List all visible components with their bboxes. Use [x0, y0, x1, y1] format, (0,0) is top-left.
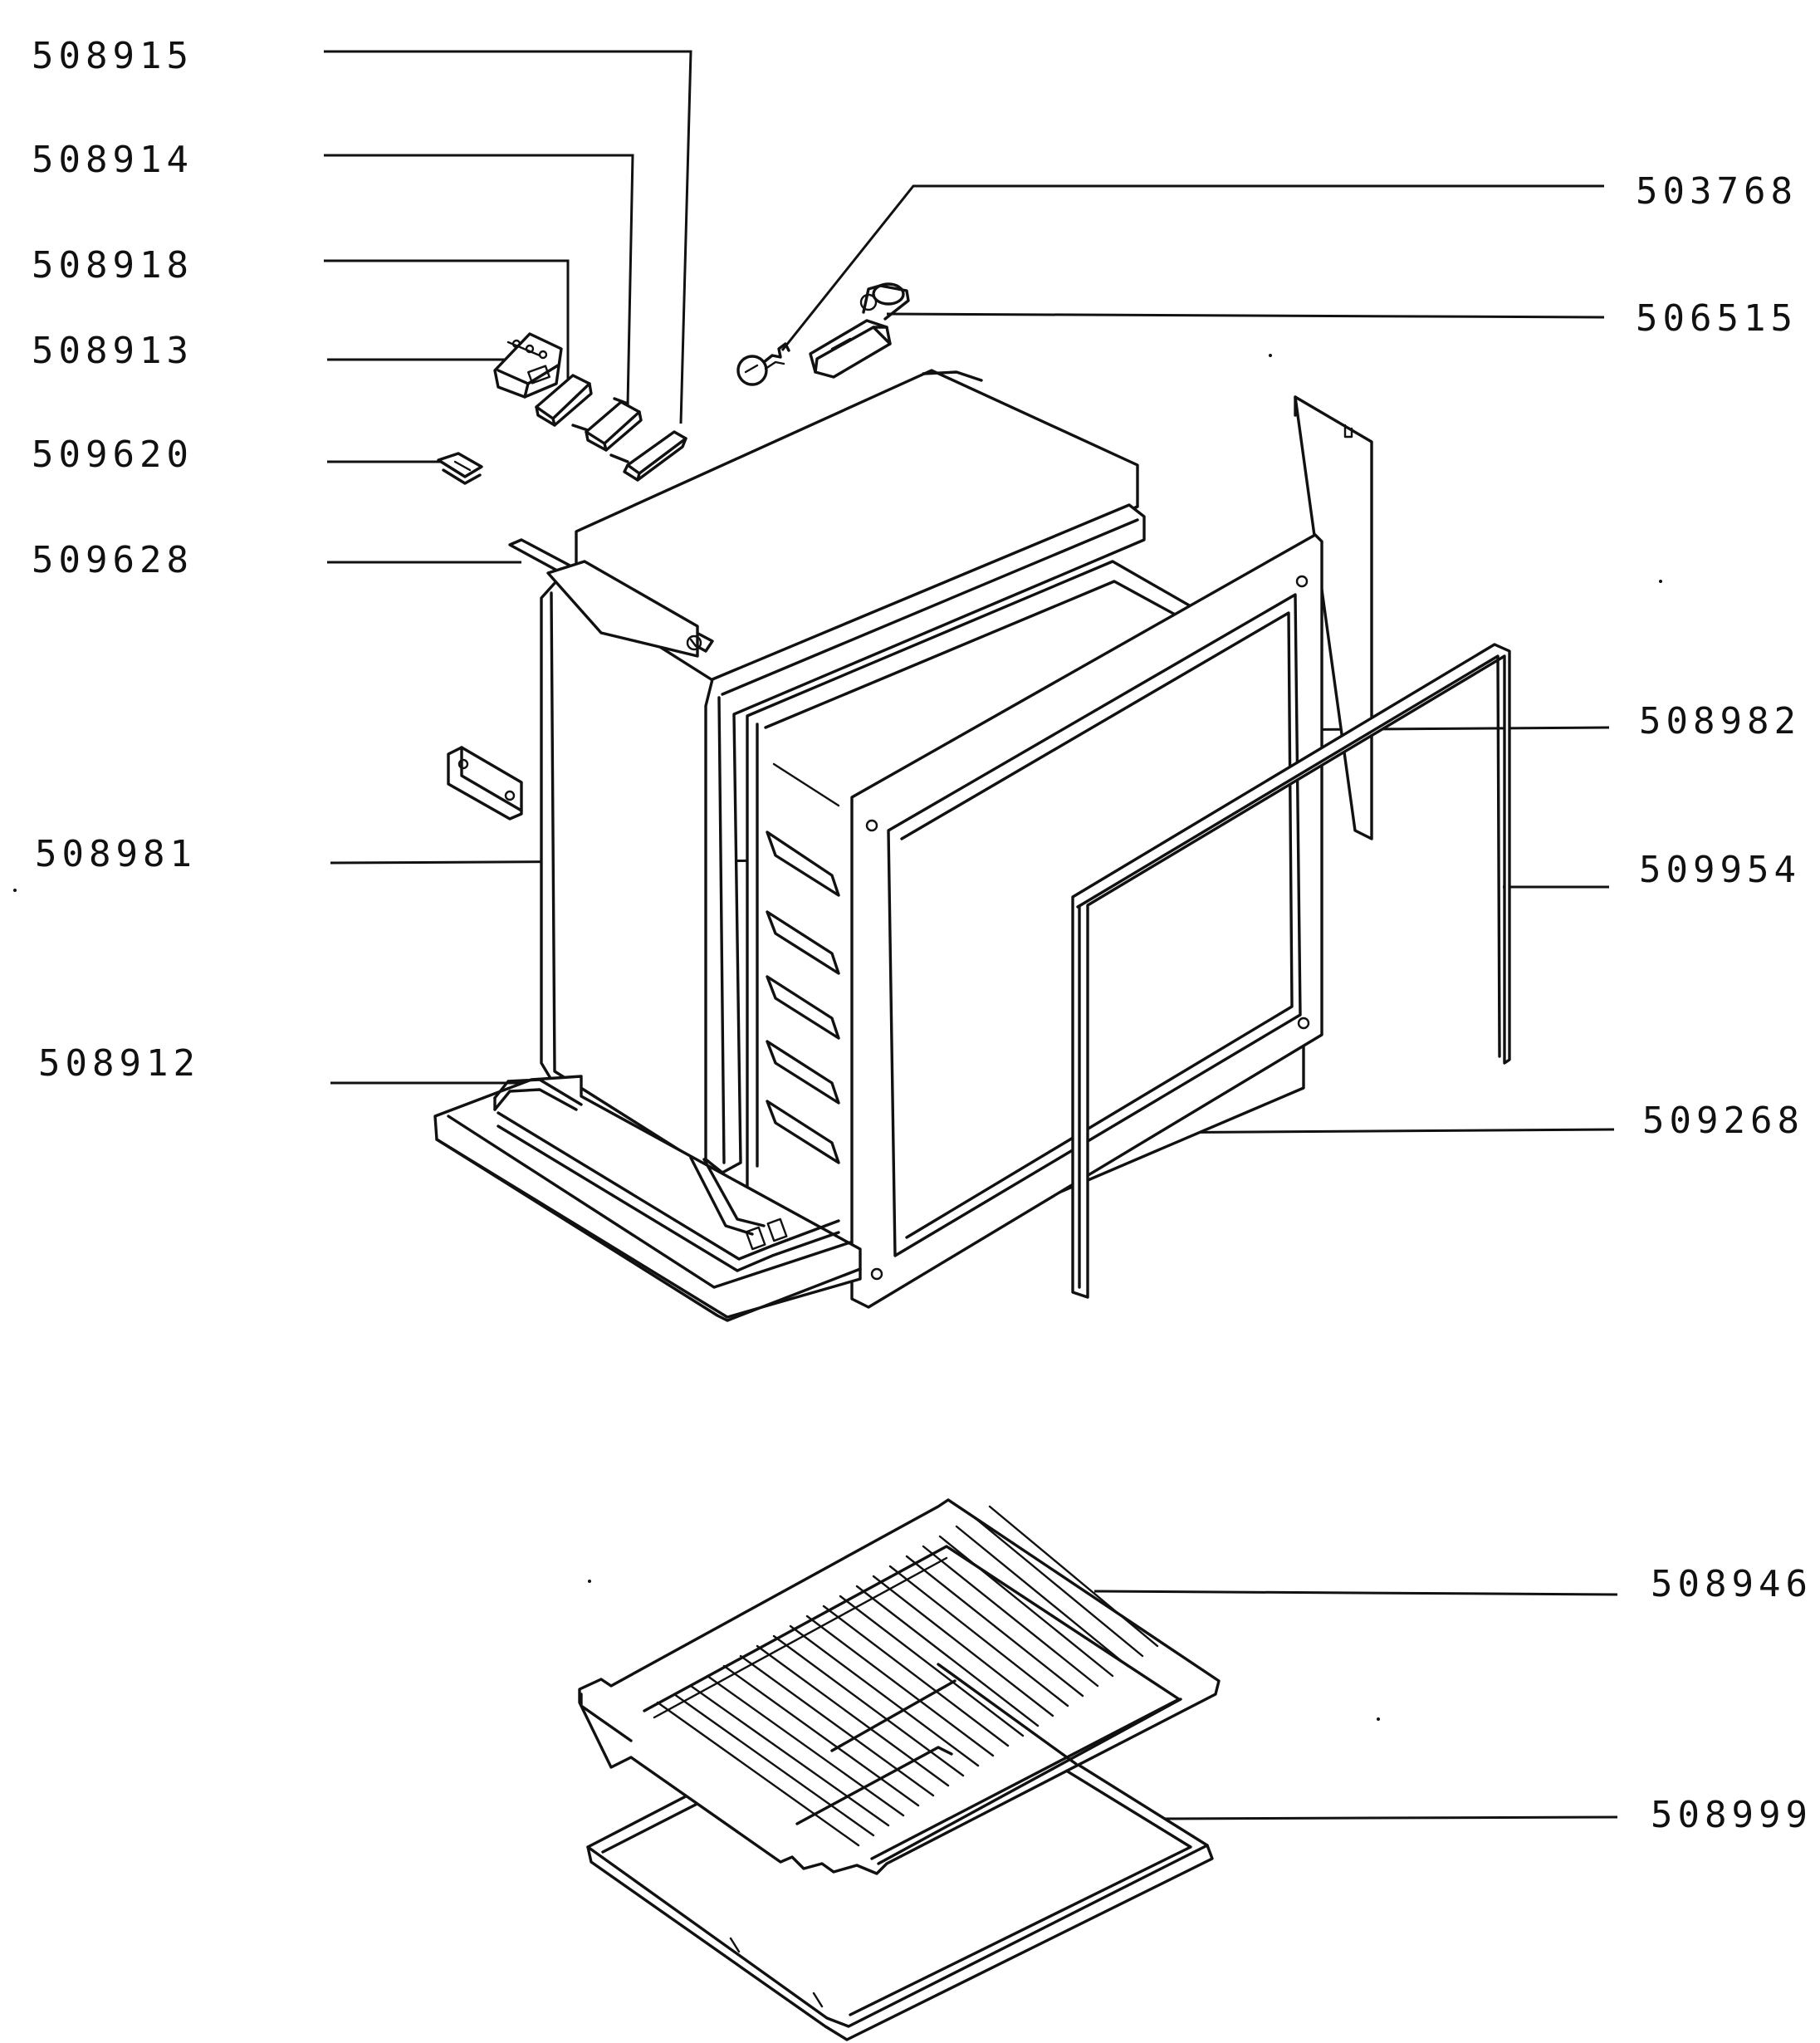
part-label-508913: 508913 [32, 330, 193, 372]
selector-bezel [571, 397, 643, 452]
shelf-wire-bars [656, 1505, 1159, 1847]
part-label-509628: 509628 [32, 539, 193, 581]
top-fixing-bracket [508, 538, 714, 658]
part-label-508914: 508914 [32, 139, 193, 181]
part-label-508999: 508999 [1651, 1794, 1813, 1836]
leader-line [1152, 1815, 1618, 1820]
leader-line [780, 184, 1604, 351]
leader-line [886, 312, 1605, 319]
part-labels: 508915 508914 508918 508913 509620 50962… [32, 35, 1813, 1836]
part-label-508982: 508982 [1639, 700, 1801, 742]
shelf-runners [766, 830, 840, 1164]
leader-line [324, 50, 692, 424]
oven-wire-shelf [578, 1498, 1221, 1875]
part-label-508981: 508981 [35, 833, 197, 875]
part-label-509620: 509620 [32, 434, 193, 476]
scan-specks [13, 354, 1662, 1721]
leader-line [324, 154, 634, 406]
casing-front-flange [704, 503, 1146, 1174]
leader-line [324, 259, 570, 380]
fixing-clip [437, 452, 483, 485]
part-label-508946: 508946 [1651, 1563, 1813, 1605]
leader-line [1135, 1128, 1615, 1134]
side-mounting-bracket [447, 746, 523, 821]
part-label-506515: 506515 [1636, 297, 1798, 340]
bottom-heating-element-tray [433, 1075, 862, 1322]
part-label-509954: 509954 [1639, 849, 1801, 891]
part-label-508915: 508915 [32, 35, 193, 77]
oven-lamp-bulb [736, 342, 790, 386]
part-label-508912: 508912 [38, 1042, 200, 1085]
leader-lines [324, 50, 1618, 1820]
switch-bezel [535, 374, 593, 427]
part-label-508918: 508918 [32, 244, 193, 287]
door-seal-gasket [1071, 643, 1511, 1299]
lamp-holder [809, 282, 910, 379]
part-label-509268: 509268 [1642, 1100, 1804, 1142]
leader-line [1093, 1590, 1618, 1596]
control-knob [609, 430, 687, 482]
part-label-503768: 503768 [1636, 170, 1798, 213]
control-switch-block [493, 332, 563, 399]
